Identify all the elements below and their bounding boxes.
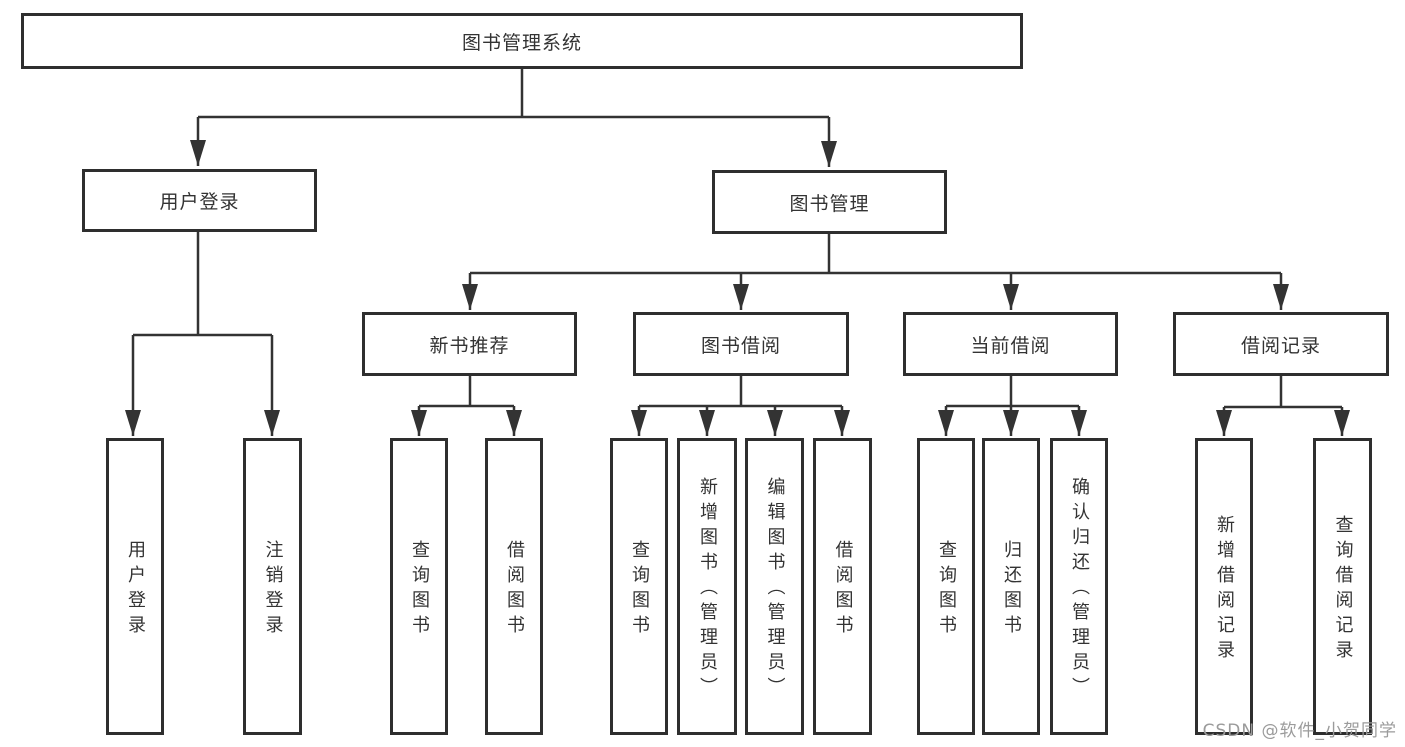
node-new-book-recommend-label: 新书推荐 <box>429 334 510 357</box>
node-book-borrow: 图书借阅 <box>633 312 849 376</box>
node-book-management-label: 图书管理 <box>789 192 870 215</box>
leaf-add-book-admin: 新增图书（管理员） <box>677 438 737 735</box>
leaf-edit-book-admin-label: 编辑图书（管理员） <box>764 477 786 702</box>
leaf-query-borrow-record-label: 查询借阅记录 <box>1332 514 1354 665</box>
leaf-confirm-return-admin: 确认归还（管理员） <box>1050 438 1108 735</box>
node-root-label: 图书管理系统 <box>461 31 582 54</box>
node-root: 图书管理系统 <box>21 13 1023 69</box>
leaf-borrow-book-recommend-label: 借阅图书 <box>504 539 525 640</box>
leaf-add-borrow-record: 新增借阅记录 <box>1195 438 1253 735</box>
leaf-query-book-recommend-label: 查询图书 <box>409 539 430 640</box>
node-book-management: 图书管理 <box>712 170 947 234</box>
node-borrow-records: 借阅记录 <box>1173 312 1389 376</box>
leaf-query-book-recommend: 查询图书 <box>390 438 448 735</box>
leaf-query-borrow-record: 查询借阅记录 <box>1313 438 1372 735</box>
leaf-query-book-current: 查询图书 <box>917 438 975 735</box>
leaf-query-book-current-label: 查询图书 <box>936 539 957 640</box>
leaf-edit-book-admin: 编辑图书（管理员） <box>745 438 804 735</box>
node-book-borrow-label: 图书借阅 <box>700 334 781 357</box>
leaf-query-book-borrow-label: 查询图书 <box>629 539 650 640</box>
leaf-return-book-label: 归还图书 <box>1001 539 1022 640</box>
leaf-user-login-label: 用户登录 <box>125 539 146 640</box>
leaf-borrow-book: 借阅图书 <box>813 438 872 735</box>
node-user-login-label: 用户登录 <box>159 191 240 213</box>
node-new-book-recommend: 新书推荐 <box>362 312 577 376</box>
leaf-borrow-book-recommend: 借阅图书 <box>485 438 543 735</box>
leaf-query-book-borrow: 查询图书 <box>610 438 668 735</box>
leaf-add-borrow-record-label: 新增借阅记录 <box>1214 514 1235 665</box>
node-current-borrow: 当前借阅 <box>903 312 1118 376</box>
node-borrow-records-label: 借阅记录 <box>1240 334 1321 357</box>
leaf-confirm-return-admin-label: 确认归还（管理员） <box>1069 477 1090 702</box>
node-user-login: 用户登录 <box>82 169 317 232</box>
leaf-logout: 注销登录 <box>243 438 302 735</box>
node-current-borrow-label: 当前借阅 <box>970 334 1051 357</box>
leaf-user-login: 用户登录 <box>106 438 164 735</box>
leaf-logout-label: 注销登录 <box>262 539 284 640</box>
leaf-return-book: 归还图书 <box>982 438 1040 735</box>
watermark: CSDN @软件_小贺同学 <box>1202 721 1397 741</box>
leaf-add-book-admin-label: 新增图书（管理员） <box>697 477 718 702</box>
leaf-borrow-book-label: 借阅图书 <box>832 539 854 640</box>
